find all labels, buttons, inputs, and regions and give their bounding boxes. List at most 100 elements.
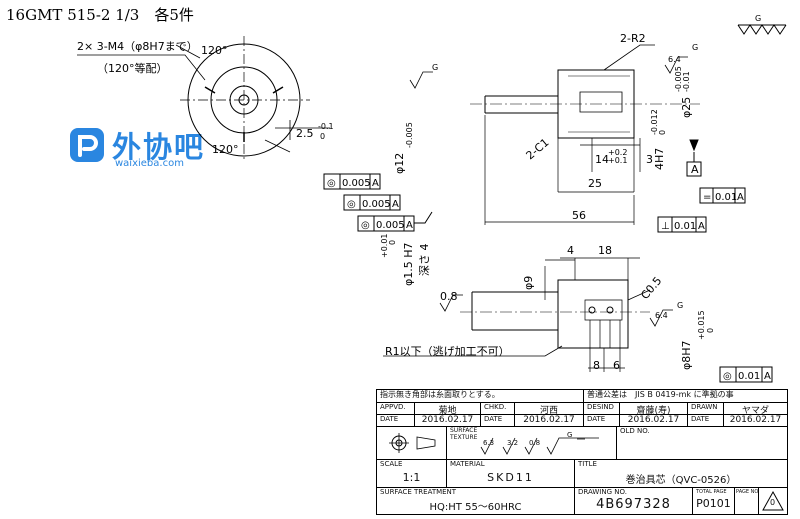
dim-d12: φ12 <box>393 153 406 174</box>
svg-text:-0.1: -0.1 <box>318 122 334 131</box>
svg-text:0.005: 0.005 <box>342 178 371 189</box>
tb-page-no: PAGE NO. <box>735 488 759 514</box>
shaft-bottom-view <box>383 257 673 372</box>
tb-note-left: 指示無き角部は糸面取りとする。 <box>377 390 584 403</box>
surface-letter: G <box>755 14 761 23</box>
svg-text:+0.01: +0.01 <box>380 233 389 258</box>
tb-note-right: 普通公差は JIS B 0419-mk に準拠の事 <box>584 390 787 403</box>
tb-date-4: 2016.02.17 <box>724 415 787 427</box>
radius-relief-note: R1以下（逃げ加工不可） <box>385 345 510 358</box>
svg-text:-0.005: -0.005 <box>405 122 414 148</box>
dim-d9: φ9 <box>522 276 535 290</box>
tap-note: 2× 3-M4（φ8H7まで） <box>77 40 198 53</box>
drawing-header-title: 16GMT 515-2 1/3 各5件 <box>6 6 194 24</box>
tb-date-2: 2016.02.17 <box>515 415 584 427</box>
logo-url: waixieba.com <box>115 158 184 169</box>
shaft-side-view <box>470 44 702 225</box>
svg-text:A: A <box>764 371 771 382</box>
dim-4: 4 <box>567 244 574 257</box>
tb-drawn: ヤマダ <box>724 403 787 415</box>
surface-finish-symbol: G <box>737 14 787 35</box>
fcf-2: ◎ 0.005 A <box>343 194 401 211</box>
svg-text:0.01: 0.01 <box>674 221 696 232</box>
fcf-3: ◎ 0.005 A <box>357 211 433 232</box>
tb-treatment: SURFACE TREATMENT HQ:HT 55〜60HRC <box>377 488 575 514</box>
tb-title: TITLE 巻治具芯（QVC-0526） <box>575 460 787 488</box>
svg-text:0.005: 0.005 <box>362 199 391 210</box>
svg-text:+0.015: +0.015 <box>697 310 706 340</box>
chamfer-note: 2-C1 <box>524 136 552 162</box>
tb-scale: SCALE 1:1 <box>377 460 447 488</box>
fcf-1: ◎ 0.005 A <box>323 173 381 190</box>
svg-text:0.01: 0.01 <box>738 371 760 382</box>
svg-text:◎: ◎ <box>327 178 336 189</box>
svg-text:=: = <box>703 192 711 203</box>
radius-note: 2-R2 <box>620 32 646 45</box>
logo-p-icon <box>70 128 104 162</box>
tb-old-no: OLD NO. <box>617 427 787 460</box>
tb-checked: 河西 <box>515 403 584 415</box>
svg-text:A: A <box>737 192 744 203</box>
dim-14: 14 <box>595 153 609 166</box>
depth-dim: 2.5 <box>296 127 314 140</box>
tb-date-3: 2016.02.17 <box>620 415 688 427</box>
svg-text:-0.012: -0.012 <box>650 109 659 135</box>
dim-d15: φ1.5 H7 <box>402 242 415 286</box>
dim-d15-depth: 深さ 4 <box>418 244 431 277</box>
svg-text:-0.005: -0.005 <box>674 66 683 92</box>
roughness-08: 0.8 <box>440 290 458 303</box>
angle-a: 120° <box>201 44 228 57</box>
chamfer-c05: C0.5 <box>638 274 664 302</box>
tb-drawing-no: DRAWING NO. 4B697328 <box>575 488 693 514</box>
end-view <box>175 36 330 162</box>
tb-surface-texture: SURFACE TEXTURE 6.3 3.2 0.8 G <box>447 427 617 460</box>
svg-text:0: 0 <box>320 132 325 141</box>
svg-text:A: A <box>698 221 705 232</box>
tb-revision: 0 <box>759 488 787 514</box>
svg-text:A: A <box>392 199 399 210</box>
dim-25: 25 <box>588 177 602 190</box>
fcf-flat: = 0.01 A <box>699 187 746 204</box>
datum-a-letter: A <box>691 163 699 176</box>
dim-3: 3 <box>646 153 653 166</box>
svg-text:G: G <box>677 301 683 310</box>
tb-designed: 齋藤(寿) <box>620 403 688 415</box>
logo-name: 外协吧 <box>112 130 206 164</box>
svg-text:+0.1: +0.1 <box>608 156 627 165</box>
tb-approved: 菊地 <box>415 403 481 415</box>
projection-symbol <box>377 427 447 460</box>
svg-text:G: G <box>692 43 698 52</box>
tb-material: MATERIAL SKD11 <box>447 460 575 488</box>
svg-text:0: 0 <box>388 240 397 245</box>
fcf-perp: ⊥ 0.01 A <box>657 216 707 233</box>
svg-text:◎: ◎ <box>361 220 370 231</box>
svg-text:A: A <box>372 178 379 189</box>
svg-text:0.01: 0.01 <box>715 192 737 203</box>
watermark-logo: 外协吧 waixieba.com <box>70 124 220 172</box>
dim-6: 6 <box>613 359 620 372</box>
tb-date-1: 2016.02.17 <box>415 415 481 427</box>
tb-total-page: TOTAL PAGE P0101 <box>693 488 735 514</box>
dim-4h7: 4H7 <box>653 148 666 170</box>
svg-text:6.4: 6.4 <box>668 55 681 64</box>
svg-text:-0.01: -0.01 <box>682 71 691 92</box>
svg-text:0: 0 <box>706 328 715 333</box>
svg-text:0.005: 0.005 <box>376 220 405 231</box>
dim-56: 56 <box>572 209 586 222</box>
tap-pitch: （120°等配） <box>97 61 168 75</box>
svg-text:◎: ◎ <box>347 199 356 210</box>
title-block: 指示無き角部は糸面取りとする。 普通公差は JIS B 0419-mk に準拠の… <box>376 389 788 515</box>
svg-text:6.4: 6.4 <box>655 311 668 320</box>
svg-text:A: A <box>406 220 413 231</box>
angle-b: 120° <box>212 143 239 156</box>
svg-text:◎: ◎ <box>723 371 732 382</box>
dim-18: 18 <box>598 244 612 257</box>
svg-text:0: 0 <box>658 130 667 135</box>
dim-8: 8 <box>593 359 600 372</box>
dim-d8h7: φ8H7 <box>680 340 693 370</box>
svg-text:G: G <box>432 63 438 72</box>
svg-text:+0.2: +0.2 <box>608 148 627 157</box>
fcf-conc: ◎ 0.01 A <box>719 366 773 383</box>
